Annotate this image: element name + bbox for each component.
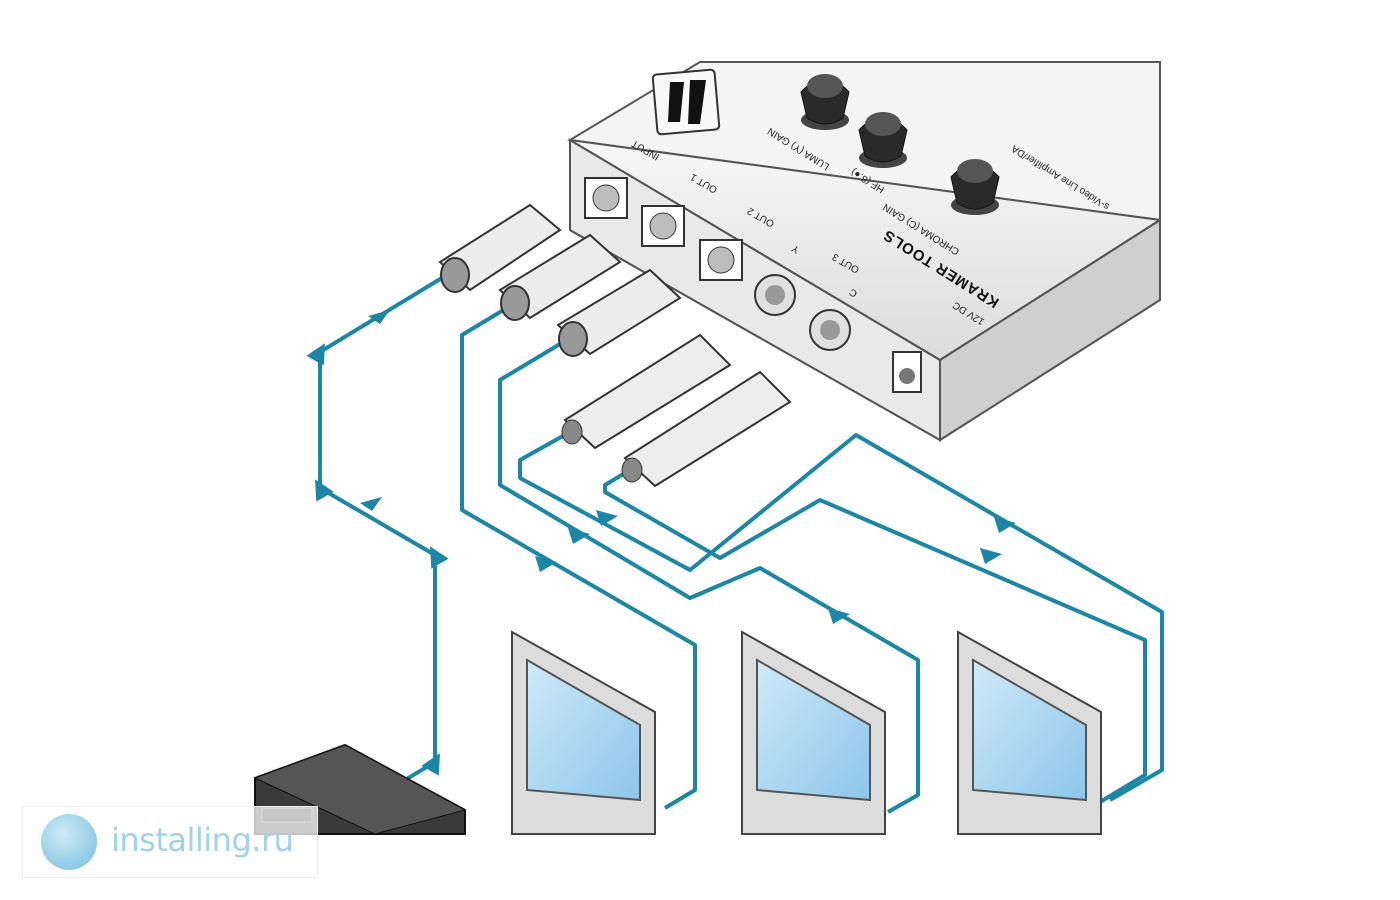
svideo-plug-input — [438, 203, 562, 293]
y-port-label: Y — [790, 242, 802, 255]
bnc-plug-c — [621, 370, 792, 488]
out1-cable — [460, 298, 697, 810]
bnc-c-socket[interactable] — [809, 309, 851, 351]
bnc-y-socket[interactable] — [754, 274, 796, 316]
hf-knob[interactable] — [858, 112, 908, 168]
monitor-1 — [511, 630, 656, 835]
monitor-3 — [957, 630, 1102, 835]
monitor-1-screen — [526, 658, 641, 802]
signal-arrows — [360, 310, 1016, 624]
arrow-input-top — [368, 310, 390, 324]
monitor-2 — [741, 630, 886, 835]
out2-socket[interactable] — [699, 239, 743, 281]
arrow-y — [994, 517, 1016, 533]
chroma-gain-knob[interactable] — [950, 159, 1000, 215]
kramer-logo — [651, 68, 721, 136]
c-cable — [603, 468, 1147, 804]
kramer-device: KRAMER TOOLS s-Video Line Amplifier/DA L… — [567, 61, 1161, 442]
monitor-2-screen — [756, 658, 871, 802]
bnc-plug-y — [561, 333, 732, 450]
input-socket[interactable] — [584, 177, 628, 219]
installing-logo-icon — [41, 814, 97, 870]
svideo-plug-out2 — [556, 268, 682, 357]
arrow-out2 — [828, 608, 850, 624]
arrow-input-bottom — [360, 497, 382, 511]
y-cable — [518, 430, 1164, 802]
input-cable — [306, 268, 457, 782]
watermark-text: installing.ru — [111, 821, 294, 859]
monitor-3-screen — [972, 658, 1087, 802]
power-socket[interactable] — [892, 351, 922, 393]
arrow-out2-upper — [568, 528, 590, 544]
c-port-label: C — [848, 286, 860, 299]
arrow-y-upper — [596, 510, 618, 526]
svideo-plug-out1 — [498, 233, 622, 321]
arrow-c — [980, 548, 1002, 564]
out2-cable — [498, 333, 920, 814]
luma-gain-knob[interactable] — [800, 74, 850, 130]
watermark: installing.ru — [22, 806, 318, 878]
cables — [306, 268, 1164, 814]
out1-socket[interactable] — [641, 205, 685, 247]
arrow-out1 — [535, 556, 557, 572]
